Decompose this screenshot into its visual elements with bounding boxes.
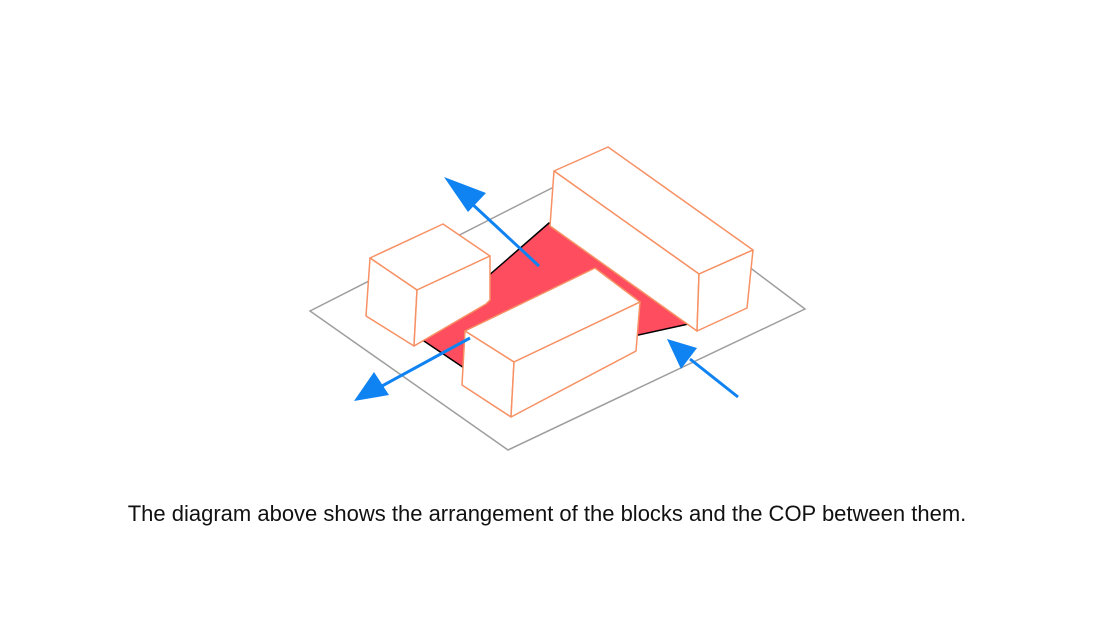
arrow-out-west [354, 336, 471, 401]
block-front-middle [461, 267, 641, 418]
block-left-small [365, 223, 491, 347]
block-arrangement-diagram [308, 146, 807, 451]
block-right-long [549, 146, 754, 332]
site-plot [308, 159, 807, 451]
diagram-caption: The diagram above shows the arrangement … [127, 501, 967, 526]
arrow-out-north [444, 177, 541, 268]
arrow-in-east [667, 339, 739, 399]
